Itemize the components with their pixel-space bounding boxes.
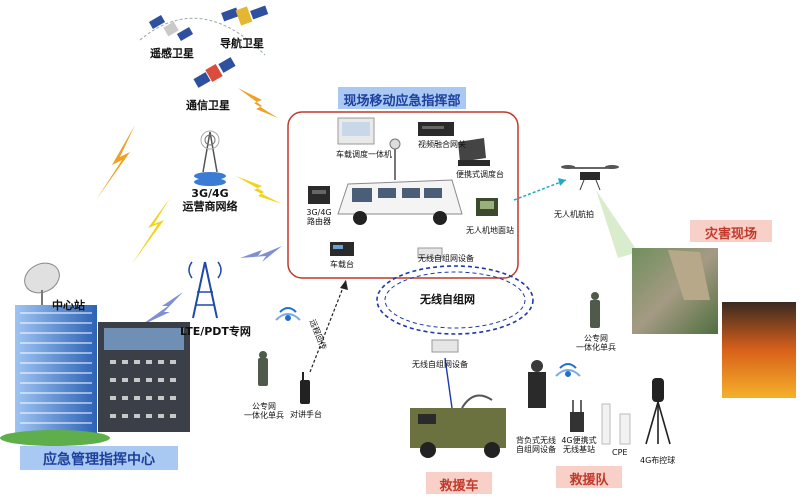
- walkie-talkie-label: 对讲手台: [290, 410, 322, 419]
- drone-beam: [596, 190, 638, 258]
- lightning-bolt-lte-icon: [240, 246, 282, 262]
- backpack-device-label: 背负式无线 自组网设备: [516, 436, 556, 455]
- landslide-scar: [668, 250, 710, 300]
- carrier-tower-icon: [194, 130, 226, 186]
- wildfire-image: [722, 302, 796, 398]
- mgmt-center-box: [20, 446, 178, 470]
- drone-icon: [561, 165, 619, 191]
- adhoc-device-top-label: 无线自组网设备: [418, 254, 474, 263]
- cpe-device-icon: [601, 403, 631, 445]
- communication-satellite-icon: [193, 57, 236, 88]
- cpe-label: CPE: [612, 448, 628, 457]
- adhoc-device-top-icon: [417, 247, 443, 259]
- soldier-terminal-left-icon: [258, 351, 268, 386]
- adhoc-device-bottom-label: 无线自组网设备: [412, 360, 468, 369]
- orbit-arc: [139, 17, 266, 56]
- video-gateway-label: 视频融合网关: [418, 140, 466, 149]
- navigation-satellite-icon: [221, 5, 269, 26]
- adhoc-network-loop: [376, 265, 534, 335]
- drone-link-arrow: [513, 179, 567, 201]
- rescue-vehicle-icon: [410, 394, 506, 458]
- rescue-team-box: [556, 466, 622, 488]
- vehicle-radio-icon: [330, 242, 354, 256]
- backpack-soldier-icon: [528, 360, 546, 408]
- drone-shoot-label: 无人机航拍: [554, 210, 594, 219]
- control-room-icon: [98, 322, 190, 432]
- walkie-talkie-icon: [300, 372, 310, 404]
- portable-base-station-icon: [570, 400, 584, 432]
- router-icon: [308, 186, 330, 204]
- remote-backhaul-arrow: [309, 279, 347, 373]
- soldier-terminal-right-icon: [590, 292, 600, 328]
- adhoc-network-label: 无线自组网: [420, 293, 475, 306]
- navigation-satellite-label: 导航卫星: [220, 37, 264, 50]
- remote-backhaul-arrowhead: [340, 280, 348, 290]
- carrier-network-label: 3G/4G 运营商网络: [182, 187, 238, 213]
- lightning-bolt-center-sat-icon: [96, 125, 135, 200]
- lightning-bolt-center-lte-icon: [140, 292, 183, 326]
- lightning-bolt-comm-sat-icon: [238, 88, 278, 118]
- drone-link-arrowhead: [558, 178, 566, 186]
- remote-satellite-label: 遥感卫星: [150, 47, 194, 60]
- adhoc-network-loop-inner: [384, 271, 526, 329]
- lte-pdt-label: LTE/PDT专网: [180, 325, 251, 338]
- headquarters-building-icon: [0, 305, 110, 446]
- adhoc-device-bottom-icon: [431, 339, 459, 353]
- drone-ground-station-label: 无人机地面站: [466, 226, 514, 235]
- communication-satellite-label: 通信卫星: [186, 99, 230, 112]
- field-command-box: [287, 111, 519, 279]
- drone-ground-station-icon: [476, 198, 498, 216]
- disaster-site-box: [690, 220, 772, 242]
- router-label: 3G/4G 路由器: [306, 208, 332, 227]
- rescue-vehicle-label: 救援车: [439, 479, 479, 494]
- disaster-site-label: 灾害现场: [704, 227, 757, 242]
- lightning-bolt-center-carrier-icon: [132, 198, 170, 264]
- soldier-left-label: 公专网 一体化单兵: [244, 402, 284, 421]
- satellite-dish-icon: [24, 262, 60, 305]
- dome-camera-icon: [645, 378, 671, 445]
- lightning-bolt-carrier-icon: [236, 176, 282, 204]
- command-vehicle-icon: [337, 138, 463, 225]
- rescue-team-label: 救援队: [569, 473, 609, 488]
- vehicle-radio-label: 车载台: [330, 260, 354, 269]
- wifi-signal-right-icon: [555, 363, 581, 377]
- rescue-vehicle-box: [426, 472, 492, 494]
- wifi-signal-left-icon: [275, 307, 301, 321]
- dome-camera-label: 4G布控球: [640, 456, 676, 465]
- vehicle-dispatch-label: 车载调度一体机: [336, 150, 392, 159]
- vehicle-dispatch-unit-icon: [337, 117, 375, 145]
- field-command-label: 现场移动应急指挥部: [343, 94, 461, 109]
- center-station-label: 中心站: [52, 299, 85, 312]
- mgmt-center-label: 应急管理指挥中心: [43, 452, 155, 468]
- remote-sensing-satellite-icon: [148, 15, 194, 41]
- video-gateway-icon: [418, 122, 454, 136]
- portable-dispatch-console-icon: [458, 138, 490, 166]
- portable-dispatch-label: 便携式调度台: [456, 170, 504, 179]
- portable-base-station-label: 4G便携式 无线基站: [561, 436, 597, 455]
- lte-tower-icon: [188, 261, 222, 319]
- soldier-right-label: 公专网 一体化单兵: [576, 334, 616, 353]
- field-command-title-box: [338, 87, 466, 109]
- adhoc-link-to-rescue: [444, 357, 453, 409]
